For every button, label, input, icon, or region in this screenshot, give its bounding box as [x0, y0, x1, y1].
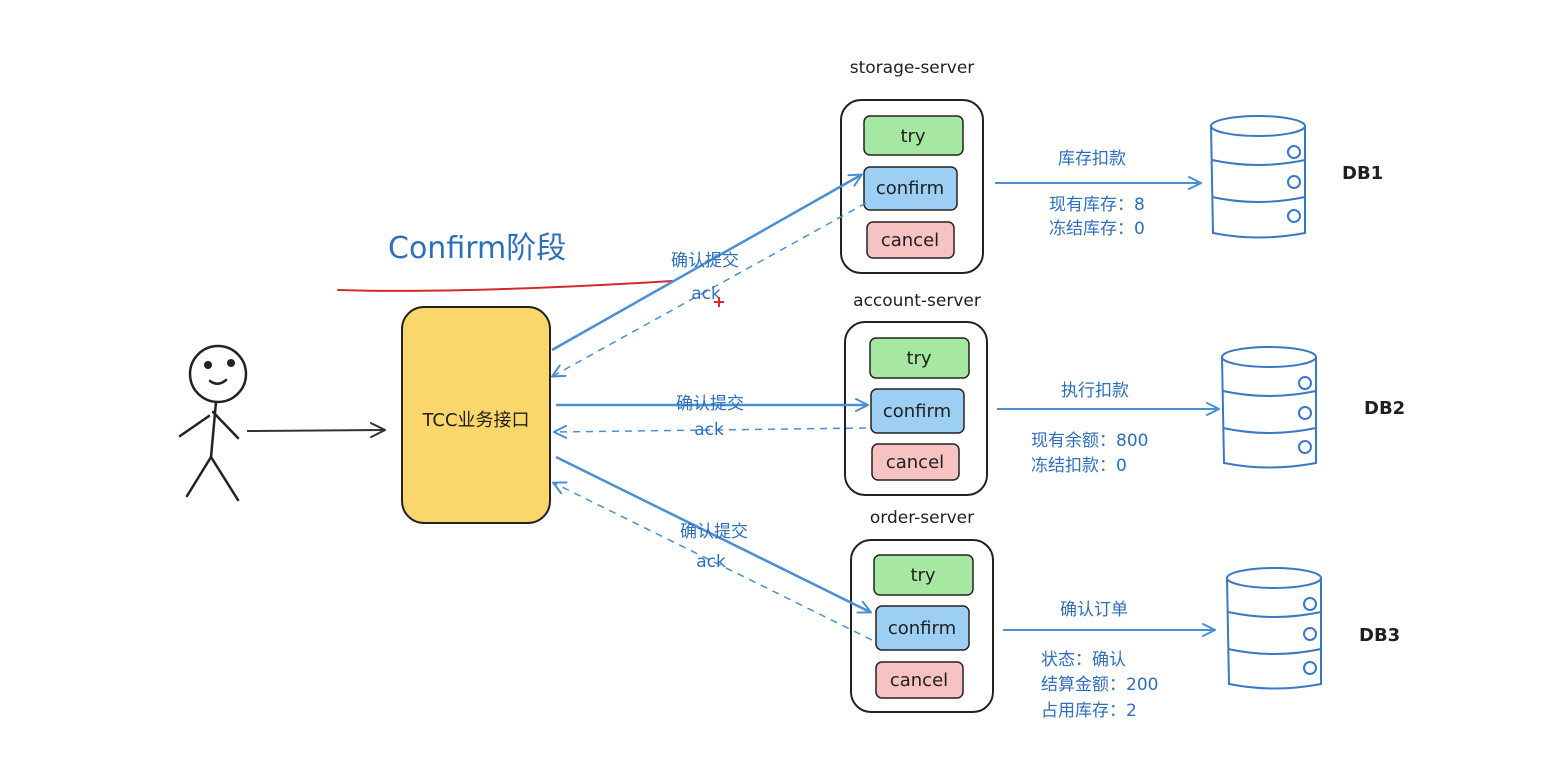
confirm-request-label-account: 确认提交 [676, 394, 744, 414]
info-account-balance: 现有余额：800 [1031, 431, 1148, 451]
database-icon [1226, 567, 1322, 690]
account-cancel-button[interactable] [871, 443, 960, 481]
db-action-order: 确认订单 [1060, 600, 1128, 620]
storage-cancel-label: cancel [881, 230, 939, 251]
info-order-amount: 结算金额：200 [1041, 675, 1158, 695]
service-title-storage: storage-server [850, 58, 975, 78]
storage-confirm-label: confirm [876, 178, 944, 199]
confirm-request-arrow-storage [551, 175, 861, 352]
ack-label-order: ack [696, 552, 726, 572]
tcc-gateway-box [401, 306, 551, 524]
info-order-stock: 占用库存：2 [1041, 701, 1137, 721]
db-action-account: 执行扣款 [1061, 381, 1129, 401]
confirm-request-arrow-order [555, 455, 870, 612]
info-storage-frozen: 冻结库存：0 [1049, 219, 1145, 239]
account-try-label: try [906, 348, 931, 369]
order-cancel-button[interactable] [875, 661, 964, 699]
db-label-2: DB2 [1364, 398, 1405, 419]
storage-confirm-button[interactable] [863, 166, 958, 211]
db-label-3: DB3 [1359, 625, 1400, 646]
database-icon [1210, 115, 1306, 239]
ack-label-account: ack [694, 420, 724, 440]
order-try-button[interactable] [873, 554, 974, 596]
database-icon [1221, 346, 1317, 469]
info-order-status: 状态：确认 [1041, 650, 1126, 670]
account-confirm-label: confirm [883, 401, 951, 422]
db-label-1: DB1 [1342, 163, 1383, 184]
tcc-gateway-label: TCC业务接口 [421, 410, 529, 431]
info-storage-stock: 现有库存：8 [1049, 195, 1145, 215]
user-request-arrow [246, 430, 384, 431]
account-confirm-button[interactable] [870, 388, 965, 434]
ack-label-storage: ack [691, 284, 721, 304]
info-account-frozen: 冻结扣款：0 [1031, 456, 1127, 476]
storage-try-button[interactable] [863, 115, 964, 156]
db-action-storage: 库存扣款 [1058, 149, 1126, 169]
cursor-plus-icon [714, 297, 724, 307]
confirm-request-label-order: 确认提交 [680, 522, 748, 542]
order-confirm-button[interactable] [875, 605, 970, 651]
storage-try-label: try [900, 126, 925, 147]
order-cancel-label: cancel [890, 670, 948, 691]
stick-figure-icon [178, 344, 248, 502]
storage-cancel-button[interactable] [866, 221, 955, 259]
confirm-request-label-storage: 确认提交 [671, 251, 739, 271]
service-title-order: order-server [870, 508, 974, 528]
title-underline [337, 280, 673, 292]
account-cancel-label: cancel [886, 452, 944, 473]
order-confirm-label: confirm [888, 618, 956, 639]
service-title-account: account-server [853, 291, 981, 311]
phase-title: Confirm阶段 [388, 231, 566, 266]
account-try-button[interactable] [869, 337, 970, 379]
order-try-label: try [910, 565, 935, 586]
